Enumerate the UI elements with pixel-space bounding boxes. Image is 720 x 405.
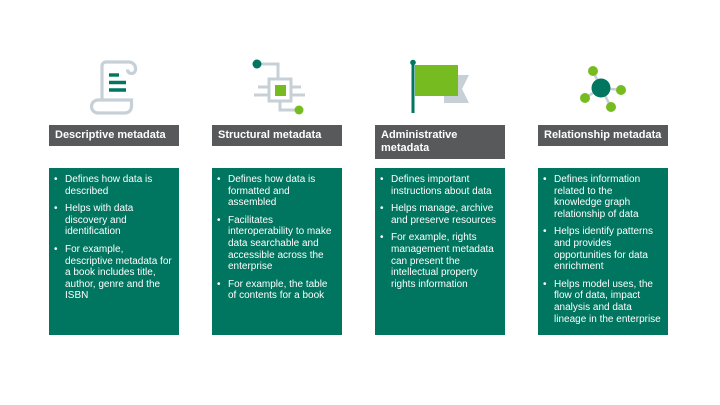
columns-row: Descriptive metadata • Defines how data i… [49, 45, 668, 335]
column-relationship-metadata: Relationship metadata • Defines informati… [538, 45, 668, 335]
scroll-document-icon [89, 60, 138, 115]
list-item: • Facilitates interoperability to make da… [217, 215, 336, 273]
structural-body: • Defines how data is formatted and assem… [212, 168, 342, 335]
bullet-dot: • [380, 203, 384, 215]
list-item: • Defines how data is formatted and assem… [217, 174, 336, 209]
bullet-text: For example, rights management metadata … [391, 232, 494, 290]
bullet-dot: • [217, 278, 221, 290]
knowledge-graph-icon [580, 66, 626, 112]
relationship-header-slot: Relationship metadata [538, 125, 668, 168]
bullet-dot: • [543, 174, 547, 185]
administrative-body: • Defines important instructions about da… [375, 168, 505, 335]
bullet-dot: • [380, 174, 384, 185]
network-diagram-icon [252, 59, 305, 115]
bullet-text: Helps with data discovery and identifica… [65, 203, 134, 238]
list-item: • Defines how data is described [54, 174, 173, 197]
structural-bullet-list: • Defines how data is formatted and assem… [217, 174, 336, 302]
relationship-bullet-list: • Defines information related to the know… [543, 174, 662, 325]
descriptive-bullet-list: • Defines how data is described • Helps wi… [54, 174, 173, 302]
bullet-dot: • [380, 232, 384, 244]
list-item: • For example, descriptive metadata for a… [54, 244, 173, 302]
column-structural-metadata: Structural metadata • Defines how data is… [212, 45, 342, 335]
relationship-body: • Defines information related to the know… [538, 168, 668, 335]
relationship-icon-slot [538, 45, 668, 125]
bullet-text: Defines important instructions about dat… [391, 174, 492, 197]
bullet-text: Defines how data is formatted and assemb… [228, 174, 316, 209]
bullet-dot: • [217, 174, 221, 185]
administrative-icon-slot [375, 45, 505, 125]
bullet-text: For example, descriptive metadata for a … [65, 243, 172, 302]
administrative-header-slot: Administrative metadata [375, 125, 505, 168]
structural-icon-slot [212, 45, 342, 125]
bullet-dot: • [543, 226, 547, 238]
structural-header-slot: Structural metadata [212, 125, 342, 168]
flag-icon [410, 59, 469, 113]
descriptive-header: Descriptive metadata [49, 125, 179, 147]
administrative-bullet-list: • Defines important instructions about da… [380, 174, 499, 290]
list-item: • For example, the table of contents for … [217, 279, 336, 302]
relationship-header: Relationship metadata [538, 125, 668, 147]
list-item: • Helps manage, archive and preserve reso… [380, 203, 499, 226]
list-item: • Helps with data discovery and identific… [54, 203, 173, 238]
bullet-text: Helps identify patterns and provides opp… [554, 226, 653, 273]
descriptive-header-slot: Descriptive metadata [49, 125, 179, 168]
bullet-text: For example, the table of contents for a… [228, 278, 328, 302]
list-item: • For example, rights management metadata… [380, 232, 499, 290]
bullet-dot: • [54, 243, 58, 255]
bullet-dot: • [543, 278, 547, 290]
list-item: • Defines important instructions about da… [380, 174, 499, 197]
bullet-text: Defines information related to the knowl… [554, 174, 641, 220]
column-descriptive-metadata: Descriptive metadata • Defines how data i… [49, 45, 179, 335]
list-item: • Helps identify patterns and provides op… [543, 226, 662, 272]
bullet-text: Helps model uses, the flow of data, impa… [554, 278, 661, 325]
column-administrative-metadata: Administrative metadata • Defines importa… [375, 45, 505, 335]
list-item: • Helps model uses, the flow of data, imp… [543, 279, 662, 325]
bullet-dot: • [54, 203, 58, 215]
descriptive-body: • Defines how data is described • Helps wi… [49, 168, 179, 335]
bullet-text: Helps manage, archive and preserve resou… [391, 203, 497, 226]
bullet-text: Facilitates interoperability to make dat… [228, 214, 332, 273]
list-item: • Defines information related to the know… [543, 174, 662, 220]
bullet-text: Defines how data is described [65, 174, 153, 197]
descriptive-icon-slot [49, 45, 179, 125]
administrative-header: Administrative metadata [375, 125, 505, 160]
structural-header: Structural metadata [212, 125, 342, 147]
bullet-dot: • [217, 214, 221, 226]
bullet-dot: • [54, 174, 58, 185]
